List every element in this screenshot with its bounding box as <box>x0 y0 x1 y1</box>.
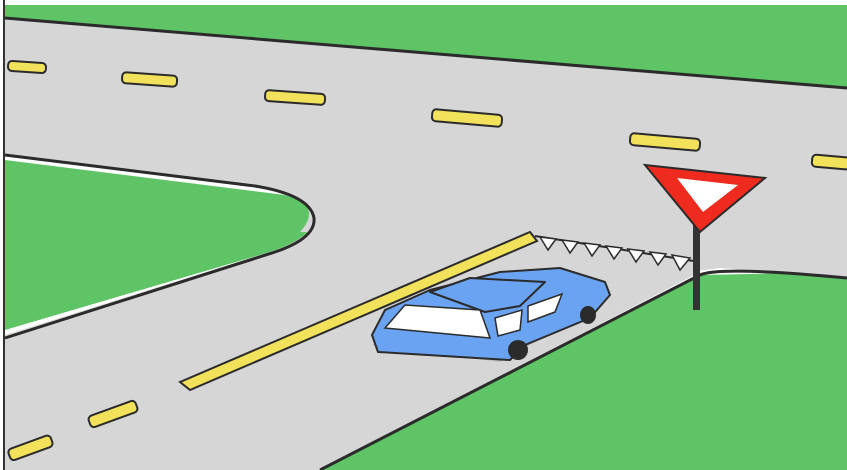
main-road <box>5 18 847 278</box>
center-dashes <box>6 59 847 171</box>
yield-sign-white-triangle <box>677 178 738 212</box>
side-road-dashes <box>7 399 139 462</box>
car-side-window-rear <box>527 292 564 324</box>
car-wheel-rear <box>580 306 596 324</box>
car-windshield <box>383 304 492 339</box>
car-roof <box>429 277 546 313</box>
side-road-right-edge <box>319 269 847 470</box>
car-side-window-front <box>494 308 523 337</box>
main-road-bottom-left-edge <box>4 153 316 340</box>
solid-yellow-line <box>178 230 539 392</box>
yield-sign <box>642 163 768 310</box>
grass-left <box>5 160 313 330</box>
yield-line-sharks-teeth <box>534 235 701 272</box>
grass-right <box>320 272 847 470</box>
car-wheel-front <box>508 340 528 360</box>
main-road-top-edge <box>4 16 847 90</box>
blue-car <box>371 267 611 362</box>
sign-pole <box>693 208 700 310</box>
